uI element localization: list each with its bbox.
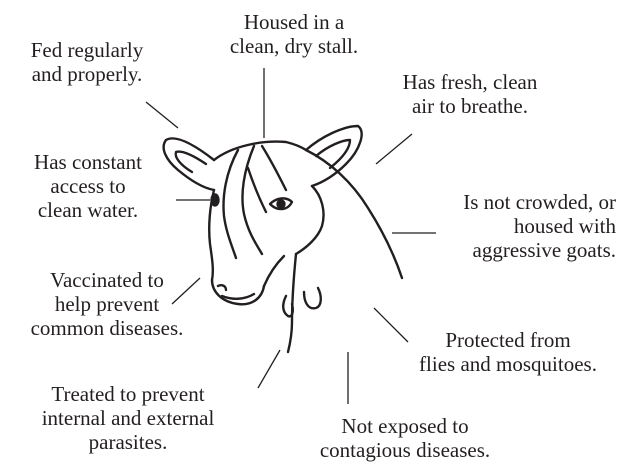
label-fed-regularly: Fed regularly and properly.: [10, 38, 164, 86]
mouth: [222, 294, 254, 299]
leader-air: [376, 134, 412, 164]
label-not-crowded: Is not crowded, or housed with aggressiv…: [418, 190, 616, 262]
label-housed-in-stall: Housed in a clean, dry stall.: [224, 10, 364, 58]
left-ear-inner: [176, 152, 206, 172]
label-vaccinated: Vaccinated to help prevent common diseas…: [4, 268, 210, 340]
leader-parasites: [258, 350, 280, 388]
neck-back: [306, 150, 402, 278]
stripe-4: [248, 168, 266, 212]
head-top: [214, 142, 306, 160]
pupil-right: [278, 201, 285, 208]
wattle-right: [304, 288, 321, 308]
muzzle: [212, 280, 264, 304]
label-clean-water: Has constant access to clean water.: [8, 150, 168, 222]
right-ear: [306, 126, 362, 186]
jaw: [264, 256, 284, 286]
label-treated-parasites: Treated to prevent internal and external…: [10, 382, 246, 454]
stripe-1: [224, 150, 238, 258]
label-protected-flies: Protected from flies and mosquitoes.: [398, 328, 618, 376]
face-right: [296, 186, 324, 254]
wattle-left: [283, 296, 293, 316]
nostril: [218, 285, 226, 290]
leader-lines: [146, 68, 436, 404]
leader-fed: [146, 102, 178, 128]
label-not-exposed: Not exposed to contagious diseases.: [290, 414, 520, 462]
eye-left: [212, 195, 219, 206]
stripe-3: [262, 146, 286, 190]
label-fresh-air: Has fresh, clean air to breathe.: [380, 70, 560, 118]
